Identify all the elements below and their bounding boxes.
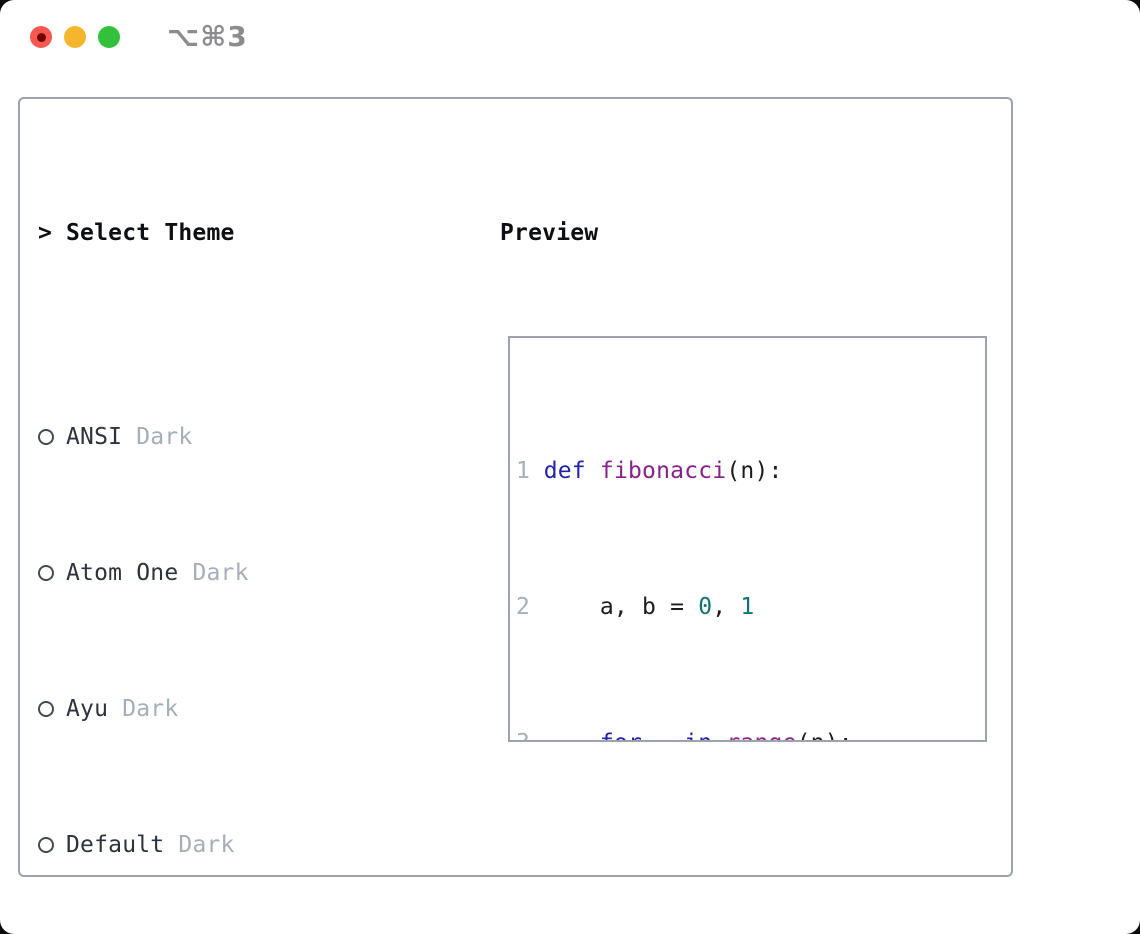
line-number: 2 — [516, 594, 531, 620]
theme-picker-panel: > Select Theme ANSI Dark Atom One Dark A… — [18, 97, 1013, 877]
preview-line: 1 def fibonacci(n): — [516, 454, 985, 488]
code-segment: in — [684, 730, 712, 740]
zoom-button[interactable] — [98, 26, 120, 48]
close-button[interactable] — [30, 26, 52, 48]
code-segment: (n): — [726, 458, 783, 484]
radio-icon — [38, 837, 54, 853]
code-segment: def — [543, 458, 586, 484]
option-tag: Dark — [164, 832, 235, 858]
option-tag: Dark — [108, 696, 179, 722]
code-segment: 1 — [740, 594, 755, 620]
option-label: ANSI — [66, 424, 123, 450]
code-segment: a, b = — [543, 594, 699, 620]
theme-list: ANSI Dark Atom One Dark Ayu Dark Default… — [38, 352, 431, 934]
theme-select-column: > Select Theme ANSI Dark Atom One Dark A… — [38, 148, 431, 934]
code-segment: 0 — [698, 594, 713, 620]
preview-header: Preview — [500, 220, 599, 246]
minimize-button[interactable] — [64, 26, 86, 48]
close-indicator-dot — [36, 32, 46, 42]
code-segment: , — [712, 594, 741, 620]
option-label: Default — [66, 832, 165, 858]
select-theme-header: Select Theme — [66, 220, 235, 246]
code-segment: fibonacci — [599, 458, 727, 484]
titlebar: ⌥⌘3 — [0, 0, 1140, 70]
code-segment: (n): — [797, 730, 853, 740]
line-number: 1 — [516, 458, 531, 484]
radio-icon — [38, 429, 54, 445]
radio-icon — [38, 701, 54, 717]
preview-line: 3 for _ in range(n): — [516, 726, 985, 740]
select-theme-header-row: > Select Theme — [38, 216, 431, 250]
option-tag: Dark — [178, 560, 249, 586]
theme-option-ansi[interactable]: ANSI Dark — [38, 420, 431, 454]
code-segment: for — [600, 730, 642, 740]
code-segment — [544, 730, 600, 740]
option-tag: Dark — [122, 424, 193, 450]
option-label: Ayu — [66, 696, 109, 722]
prompt-caret: > — [38, 220, 53, 246]
code-segment: range — [726, 730, 796, 740]
window-title: ⌥⌘3 — [167, 20, 248, 53]
code-segment — [586, 458, 600, 484]
radio-icon — [38, 565, 54, 581]
theme-option-atom-one[interactable]: Atom One Dark — [38, 556, 431, 590]
theme-option-default[interactable]: Default Dark — [38, 828, 431, 862]
code-segment: _ — [642, 730, 684, 740]
line-number: 3 — [516, 726, 544, 740]
theme-option-ayu[interactable]: Ayu Dark — [38, 692, 431, 726]
preview-line: 2 a, b = 0, 1 — [516, 590, 985, 624]
option-label: Atom One — [66, 560, 179, 586]
code-segment — [712, 730, 726, 740]
